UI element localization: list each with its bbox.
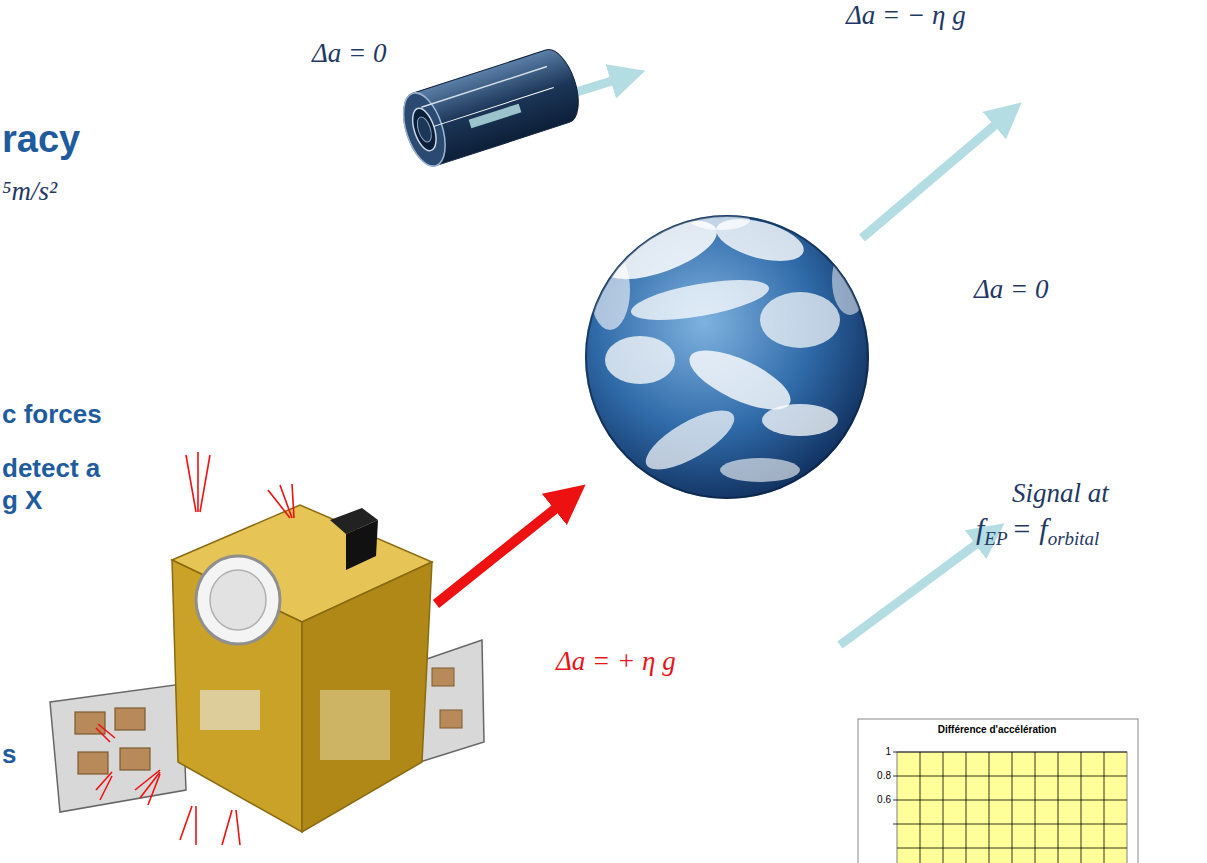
satellite-part: [196, 556, 280, 644]
satellite-part-part: [100, 776, 112, 800]
test-mass-cylinder-part: [415, 115, 434, 143]
satellite-part-part: [140, 772, 160, 798]
test-mass-cylinder-part: [408, 105, 441, 153]
chart-thumbnail-part-part: [966, 752, 967, 863]
earth-part-part: [762, 404, 838, 436]
satellite-part-part: [200, 455, 210, 512]
satellite-part-part: [115, 708, 145, 730]
force-arrow-through: [470, 108, 520, 124]
force-arrow-red: [436, 497, 570, 604]
satellite-part-part: [180, 806, 192, 840]
chart-thumbnail-part: [893, 752, 1127, 863]
chart-title: Différence d'accélération: [938, 724, 1057, 736]
satellite-part-part: [197, 452, 199, 512]
acceleration-difference: Δa = − η g: [846, 0, 966, 31]
chart-thumbnail-part: [858, 719, 1138, 863]
chart-thumbnail-part-part: [893, 800, 897, 801]
earth-part-part: [605, 336, 675, 384]
satellite-part-part: [195, 806, 197, 845]
satellite-part: [302, 562, 432, 832]
satellite-part: [200, 690, 260, 730]
force-arrow: [840, 534, 990, 645]
text-fragment: detect a: [2, 454, 100, 484]
satellite-part: [432, 668, 454, 686]
satellite-part-part: [98, 724, 115, 738]
satellite-part: [75, 708, 150, 774]
chart-thumbnail-part-part: [1035, 752, 1036, 863]
satellite: [50, 452, 484, 845]
frequency-formula: fEP= forbital: [976, 512, 1099, 550]
satellite-part-part: [236, 810, 240, 845]
earth: [585, 209, 869, 499]
chart-thumbnail-part-part: [943, 752, 944, 863]
satellite-part: [50, 684, 186, 812]
axis-tick: 0.8: [877, 770, 891, 782]
chart-thumbnail-part-part: [893, 824, 897, 825]
test-mass-cylinder-part: [395, 45, 586, 172]
force-arrow: [862, 114, 1008, 238]
subscript: orbital: [1048, 528, 1100, 549]
satellite-part: [346, 520, 378, 570]
signal-note: Signal at: [1012, 478, 1109, 509]
text-fragment: g X: [2, 486, 42, 516]
satellite-part: [210, 570, 266, 630]
earth-part-part: [760, 292, 840, 348]
test-mass-cylinder: [395, 45, 586, 172]
satellite-part: [96, 452, 294, 845]
chart-thumbnail-part-part: [1012, 752, 1013, 863]
earth-part-part: [628, 272, 771, 328]
earth-part-part: [690, 210, 750, 230]
earth-part: [585, 215, 869, 499]
title-fragment: racy: [2, 118, 80, 162]
satellite-part: [172, 560, 302, 832]
satellite-part-part: [120, 748, 150, 770]
satellite-part-part: [96, 728, 110, 742]
satellite-part-part: [292, 484, 294, 518]
satellite-part: [440, 710, 462, 728]
satellite-part: [320, 690, 390, 760]
chart-thumbnail-part: [897, 752, 1127, 863]
satellite-part-part: [280, 485, 292, 518]
test-mass-cylinder-part: [434, 87, 554, 126]
subscript: EP: [984, 528, 1007, 549]
satellite-part-part: [186, 455, 196, 512]
earth-part-part: [832, 245, 868, 315]
satellite-part-part: [148, 774, 160, 805]
acceleration-difference: Δa = + η g: [556, 646, 676, 677]
accuracy-unit: ⁵m/s²: [2, 176, 57, 207]
earth-part: [590, 209, 868, 482]
chart-thumbnail-part-part: [893, 752, 897, 753]
satellite-part-part: [75, 712, 105, 734]
formula-part: = f: [1012, 512, 1048, 545]
axis-tick: 1: [885, 746, 891, 758]
text-fragment: s: [2, 740, 16, 770]
earth-part: [586, 216, 868, 498]
satellite-part-part: [78, 752, 108, 774]
satellite-part-part: [222, 810, 232, 845]
chart-thumbnail-part-part: [1104, 752, 1105, 863]
chart-thumbnail-part-part: [1058, 752, 1059, 863]
acceleration-difference: Δa = 0: [312, 38, 387, 69]
test-mass-cylinder-part: [421, 67, 547, 108]
earth-part-part: [720, 458, 800, 482]
acceleration-difference: Δa = 0: [974, 274, 1049, 305]
chart-thumbnail: [858, 719, 1138, 863]
text-fragment: c forces: [2, 400, 102, 430]
axis-tick: 0.6: [877, 794, 891, 806]
chart-thumbnail-part-part: [893, 776, 897, 777]
chart-thumbnail-part-part: [920, 752, 921, 863]
formula-part: f: [976, 512, 984, 545]
chart-thumbnail-part-part: [1081, 752, 1082, 863]
chart-thumbnail-part-part: [989, 752, 990, 863]
